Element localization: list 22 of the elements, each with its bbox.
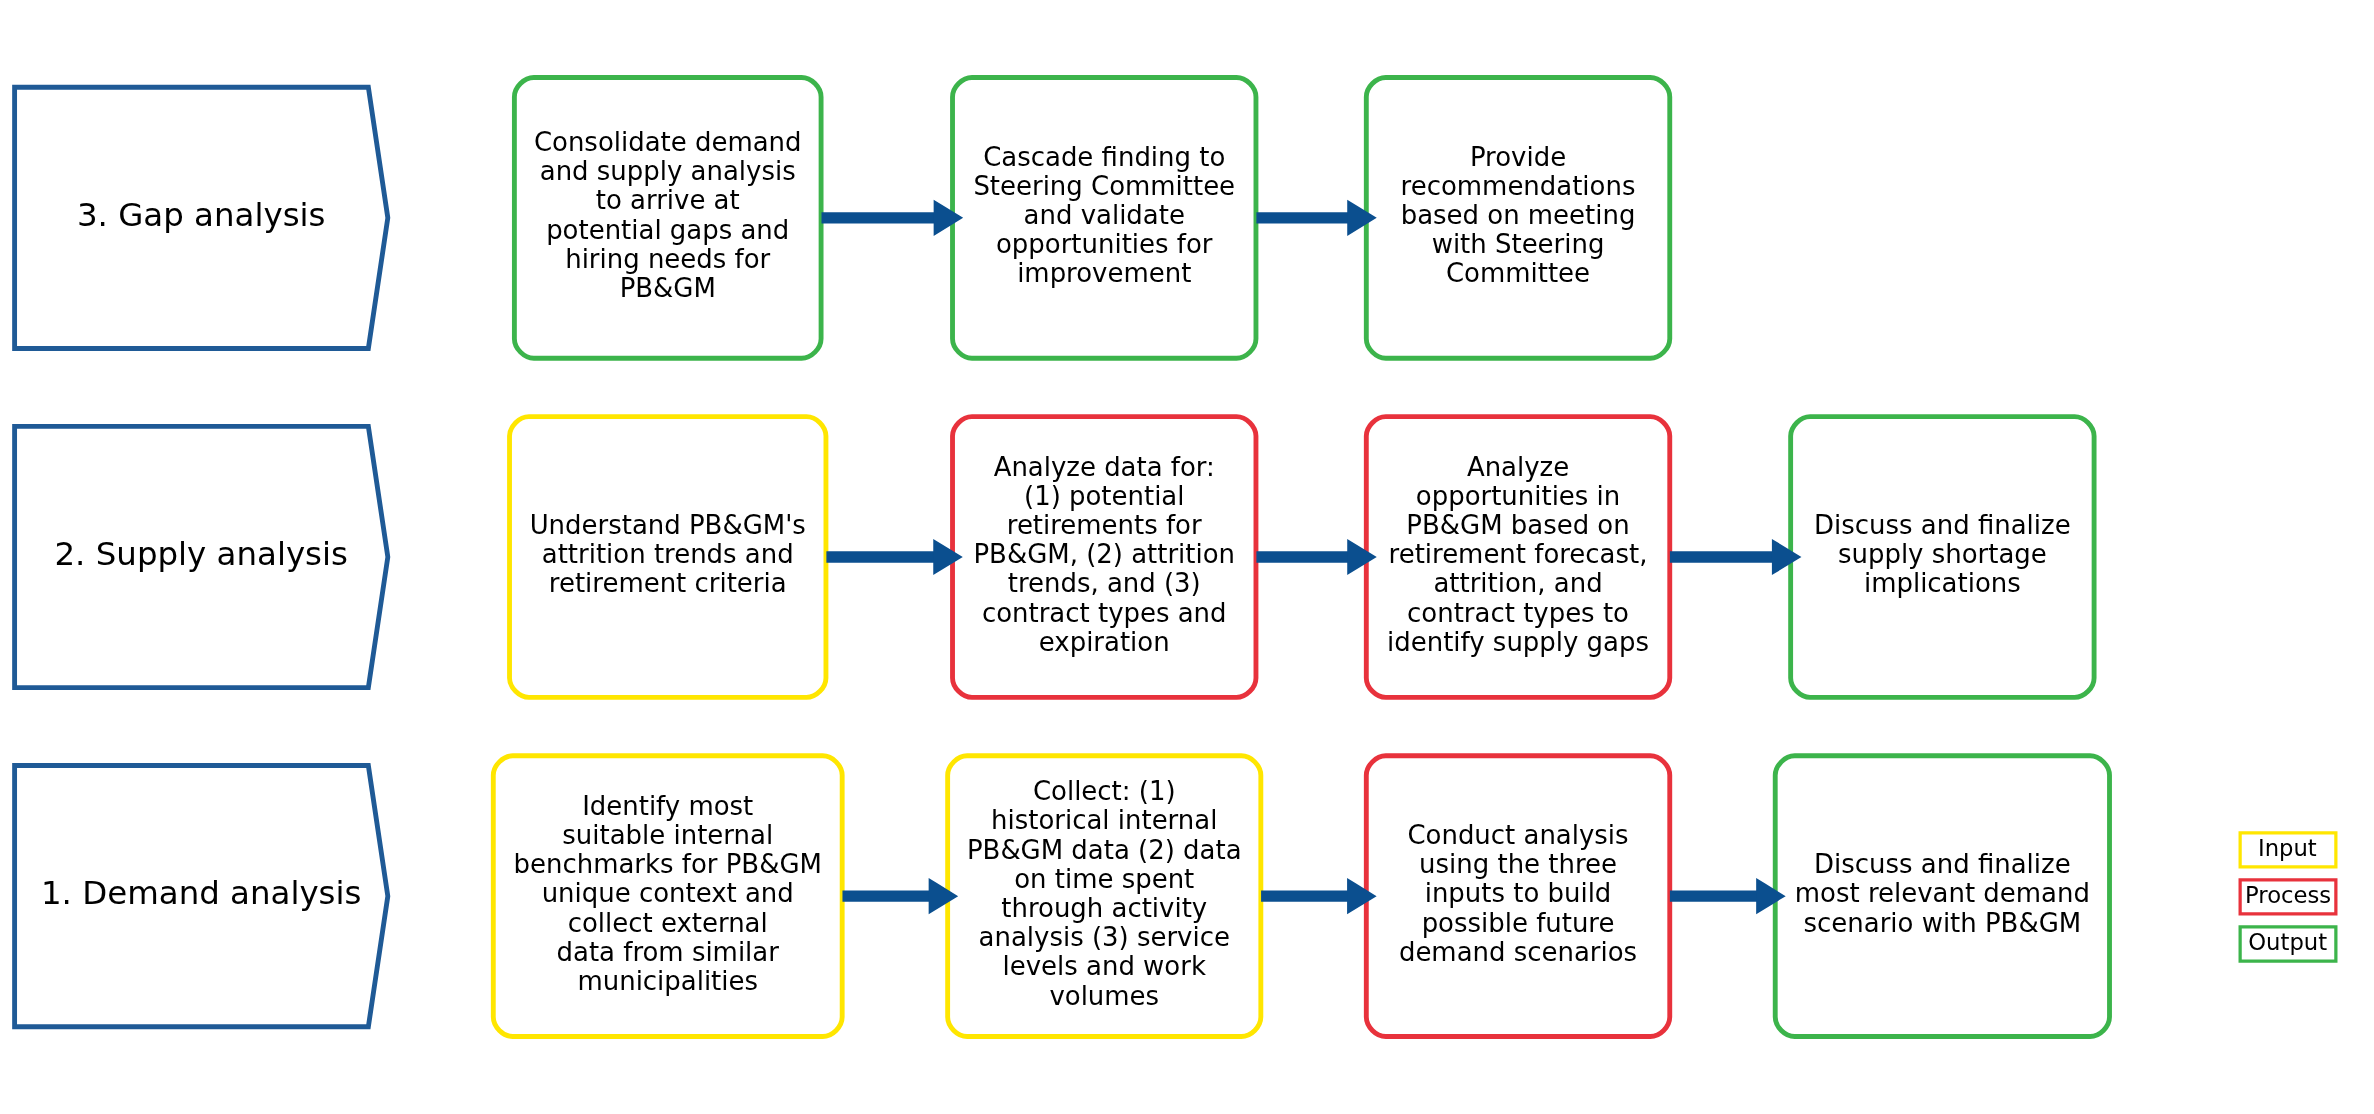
arrow: [1261, 878, 1377, 915]
node-box: Consolidate demand and supply analysis to arrive at potential gaps and hiring needs for PB&GM: [511, 75, 824, 361]
node-box: Conduct analysis using the three inputs to build possible future demand scenarios: [1363, 753, 1673, 1039]
arrow: [826, 538, 963, 576]
node-box: Analyze data for: (1) potential retirements for PB&GM, (2) attrition trends, and (3) contract types and expiration: [950, 414, 1259, 700]
node-box: Understand PB&GM's attrition trends and retirement criteria: [507, 414, 829, 700]
legend-label: Process: [2245, 881, 2332, 908]
legend-label: Output: [2248, 929, 2328, 956]
arrow: [1256, 538, 1377, 576]
node-box: Discuss and finalize supply shortage implications: [1788, 414, 2097, 700]
node-box: Collect: (1) historical internal PB&GM data (2) data on time spent through activity analysis (3) service levels and work volumes: [945, 753, 1264, 1039]
arrow: [1669, 538, 1802, 576]
node-box: Identify most suitable internal benchmarks for PB&GM unique context and collect external data from similar municipalities: [490, 753, 845, 1039]
node-box: Analyze opportunities in PB&GM based on retirement forecast, attrition, and contract types to identify supply gaps: [1363, 414, 1673, 700]
node-box: Provide recommendations based on meeting with Steering Committee: [1363, 75, 1673, 361]
node-box: Cascade finding to Steering Committee and validate opportunities for improvement: [950, 75, 1259, 361]
node-box: Discuss and finalize most relevant demand scenario with PB&GM: [1772, 753, 2112, 1039]
arrow: [1669, 878, 1786, 915]
arrow: [842, 878, 959, 915]
arrow: [821, 199, 964, 236]
arrow: [1256, 199, 1377, 236]
legend-label: Input: [2257, 834, 2317, 861]
